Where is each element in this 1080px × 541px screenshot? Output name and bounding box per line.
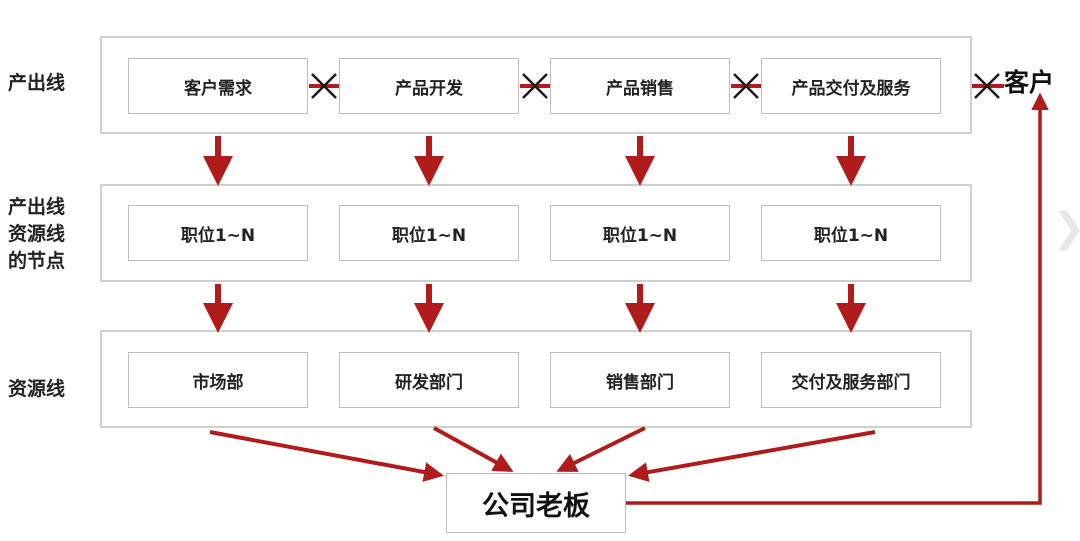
node-marketing-dept: 市场部 [128, 352, 308, 408]
node-rnd-dept: 研发部门 [339, 352, 519, 408]
broken-link-1 [309, 73, 339, 99]
arrow-icon [209, 430, 444, 482]
boss-box: 公司老板 [446, 473, 626, 533]
row-label-node: 产出线 资源线 的节点 [8, 194, 65, 275]
down-arrows-top [203, 136, 866, 186]
arrow-icon [628, 430, 876, 483]
arrow-icon [433, 426, 514, 472]
row-label-node-line3: 的节点 [8, 250, 66, 272]
boss-to-customer-arrow [626, 92, 1049, 505]
node-position-4: 职位1~N [761, 205, 941, 261]
cross-icon [733, 73, 759, 99]
arrow-icon [556, 426, 646, 472]
node-position-2: 职位1~N [339, 205, 519, 261]
converge-arrows [209, 426, 876, 483]
customer-label: 客户 [1004, 68, 1055, 97]
row-label-node-line1: 产出线 [8, 196, 66, 218]
node-product-sales: 产品销售 [550, 58, 730, 114]
node-position-1: 职位1~N [128, 205, 308, 261]
cross-icon [311, 73, 337, 99]
node-sales-dept: 销售部门 [550, 352, 730, 408]
node-product-development: 产品开发 [339, 58, 519, 114]
broken-link-3 [731, 73, 761, 99]
node-product-delivery-service: 产品交付及服务 [761, 58, 941, 114]
row-label-resource: 资源线 [8, 378, 66, 400]
cross-icon [522, 73, 548, 99]
down-arrows-middle [203, 284, 866, 333]
broken-link-2 [520, 73, 550, 99]
row-label-node-line2: 资源线 [8, 223, 66, 245]
chevron-right-icon: ❯ [1052, 205, 1080, 251]
broken-link-customer [972, 73, 1004, 99]
node-delivery-service-dept: 交付及服务部门 [761, 352, 941, 408]
cross-icon [974, 73, 1000, 99]
node-position-3: 职位1~N [550, 205, 730, 261]
node-customer-demand: 客户需求 [128, 58, 308, 114]
row-label-production: 产出线 [8, 72, 66, 94]
